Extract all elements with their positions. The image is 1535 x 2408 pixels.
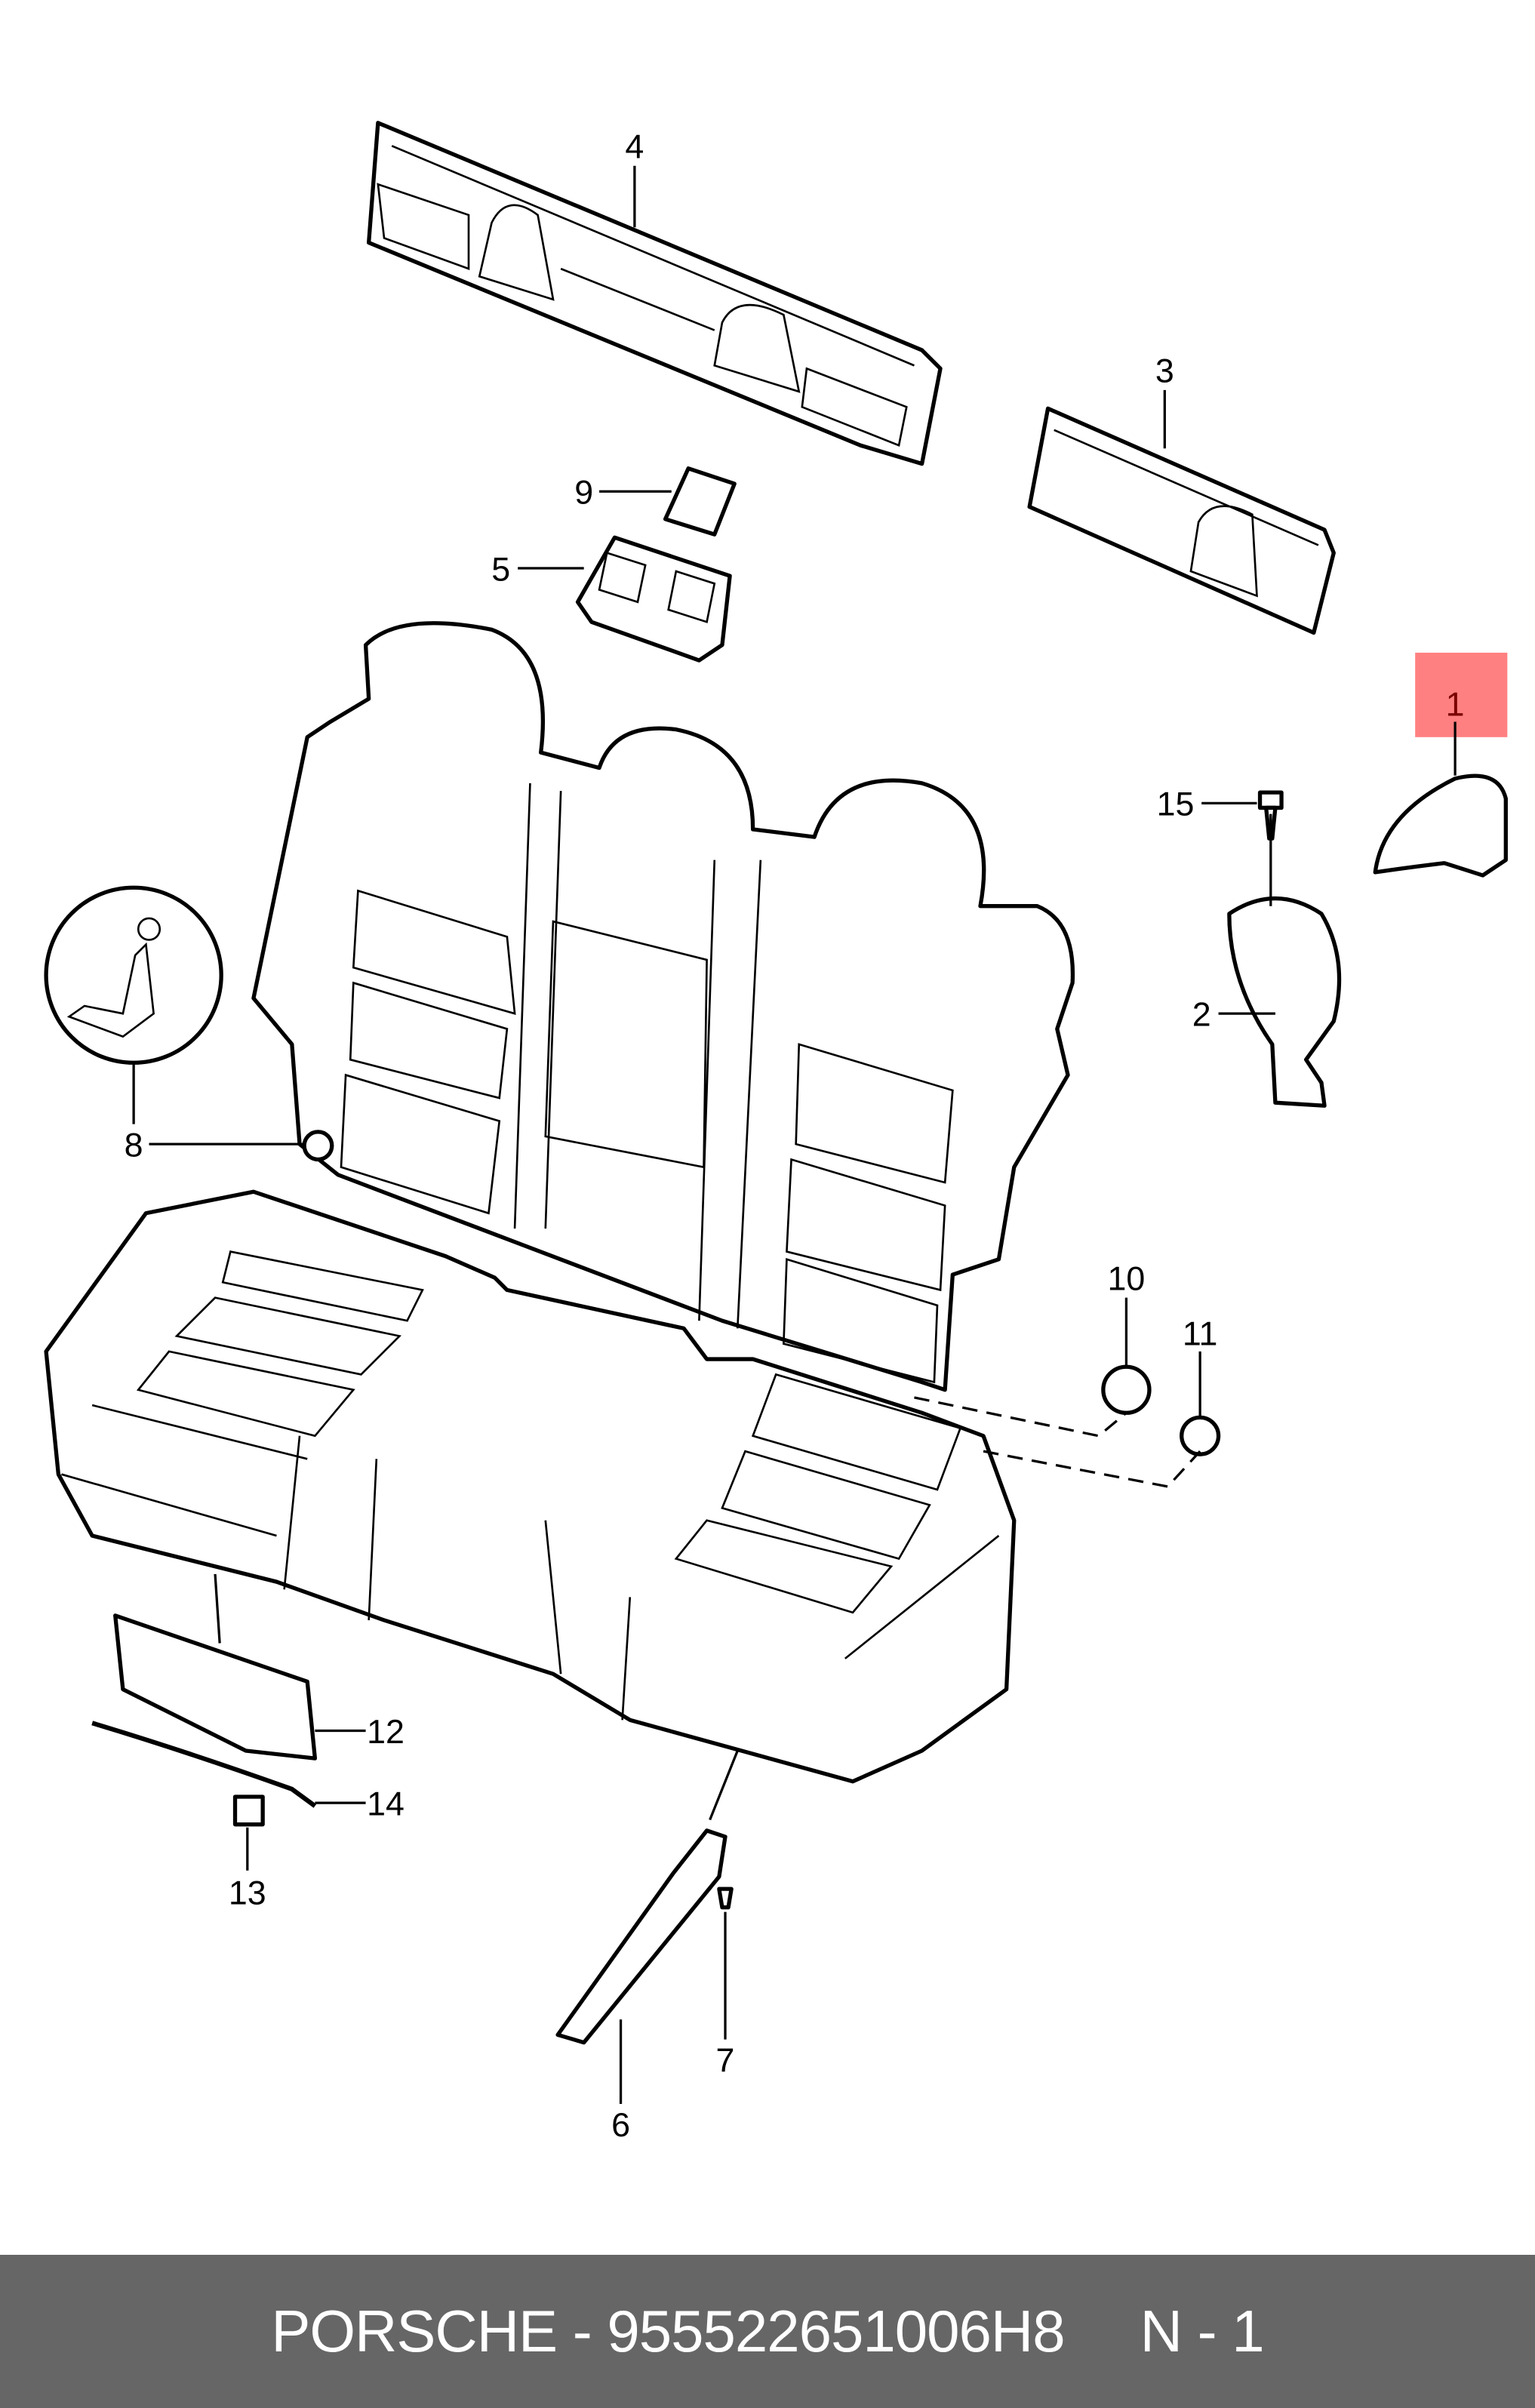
callout-5[interactable]: 5	[491, 550, 510, 588]
part-12-trim[interactable]	[113, 1613, 318, 1761]
callout-13[interactable]: 13	[229, 1874, 266, 1912]
part-3-side-panel[interactable]	[1027, 406, 1336, 635]
part-14-wire[interactable]	[91, 1721, 317, 1808]
callout-6[interactable]: 6	[611, 2106, 630, 2144]
callout-8[interactable]: 8	[125, 1126, 143, 1164]
callout-3[interactable]: 3	[1155, 352, 1174, 390]
callout-12[interactable]: 12	[367, 1713, 405, 1751]
part-6-strap[interactable]	[555, 1828, 728, 2045]
quantity-text: N - 1	[1140, 2298, 1265, 2364]
footer-bar: PORSCHE - 955522651006H8 N - 1	[0, 2255, 1535, 2408]
part-seat-cushion[interactable]	[44, 1189, 1017, 1784]
part-11-grommet[interactable]	[1180, 1415, 1221, 1456]
callout-1[interactable]: 1	[1446, 685, 1465, 723]
part-13-clip[interactable]	[232, 1794, 265, 1827]
part-9[interactable]	[663, 466, 737, 537]
part-4-backrest-panel[interactable]	[367, 121, 943, 466]
callout-7[interactable]: 7	[716, 2041, 735, 2079]
callout-2[interactable]: 2	[1192, 995, 1211, 1033]
leader-lines	[132, 165, 1457, 2105]
callout-9[interactable]: 9	[574, 474, 593, 512]
callout-10[interactable]: 10	[1108, 1259, 1146, 1297]
callout-4[interactable]: 4	[625, 128, 644, 166]
callout-15[interactable]: 15	[1157, 786, 1195, 823]
part-15-screw[interactable]	[1257, 790, 1284, 841]
callout-14[interactable]: 14	[367, 1785, 405, 1822]
part-5-bracket[interactable]	[575, 535, 732, 663]
callout-1-highlight	[1415, 652, 1508, 737]
callout-11[interactable]: 11	[1183, 1315, 1217, 1353]
part-1-cover[interactable]	[1373, 773, 1508, 878]
part-seat-backrest[interactable]	[251, 621, 1075, 1392]
part-number-text: PORSCHE - 955522651006H8	[271, 2298, 1065, 2364]
part-10-clip[interactable]	[1101, 1364, 1152, 1415]
part-2-bracket[interactable]	[1227, 896, 1342, 1108]
part-7-screw[interactable]	[717, 1887, 734, 1910]
